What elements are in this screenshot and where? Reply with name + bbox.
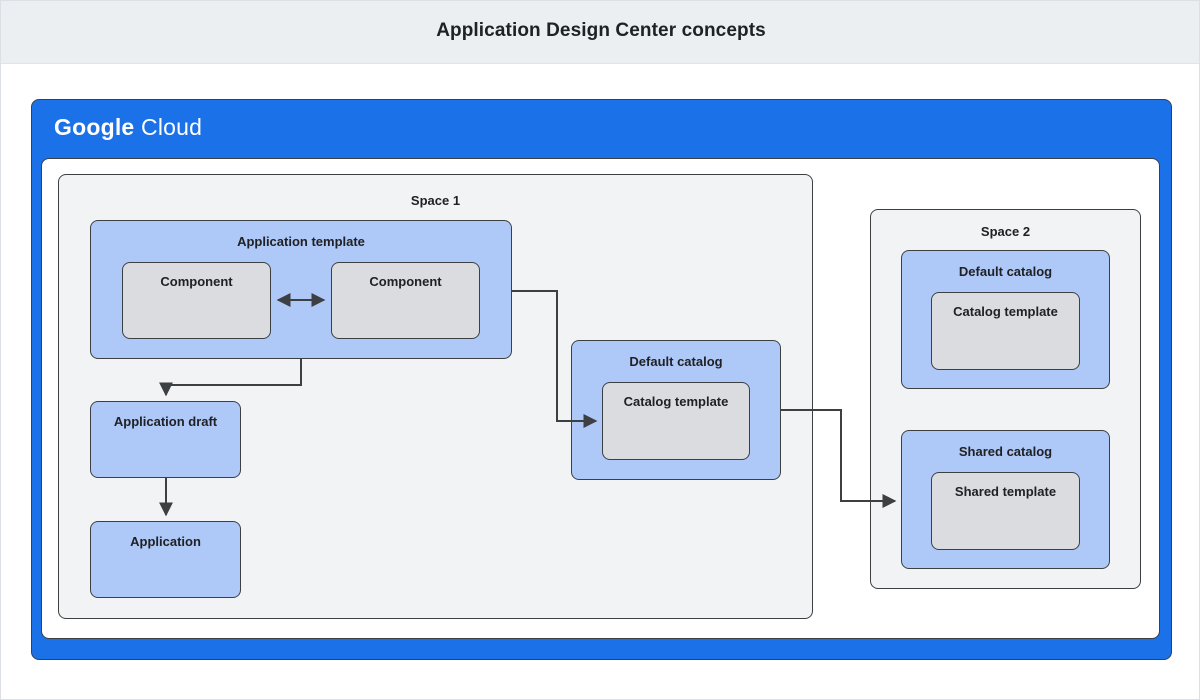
component-box-1[interactable]: Component	[122, 262, 271, 339]
component-1-label: Component	[160, 274, 233, 289]
space2-default-catalog-label: Default catalog	[958, 264, 1053, 279]
application-draft-box[interactable]: Application draft	[90, 401, 241, 478]
component-box-2[interactable]: Component	[331, 262, 480, 339]
page-title: Application Design Center concepts	[436, 20, 766, 41]
space2-shared-template-label: Shared template	[954, 484, 1057, 499]
space-2-label: Space 2	[980, 224, 1031, 239]
space2-shared-template-box[interactable]: Shared template	[931, 472, 1080, 550]
google-cloud-logo-primary: Google	[54, 114, 135, 140]
space-1-label: Space 1	[410, 193, 461, 208]
component-2-label: Component	[369, 274, 442, 289]
space2-shared-catalog-label: Shared catalog	[958, 444, 1053, 459]
google-cloud-logo-secondary: Cloud	[141, 114, 203, 140]
space2-catalog-template-box[interactable]: Catalog template	[931, 292, 1080, 370]
space1-catalog-template-box[interactable]: Catalog template	[602, 382, 750, 460]
space2-catalog-template-label: Catalog template	[953, 304, 1058, 319]
application-box[interactable]: Application	[90, 521, 241, 598]
space1-default-catalog-label: Default catalog	[629, 354, 723, 369]
space1-catalog-template-label: Catalog template	[623, 394, 729, 409]
application-label: Application	[130, 534, 201, 549]
header-bar: Application Design Center concepts	[1, 1, 1199, 64]
application-draft-label: Application draft	[113, 414, 218, 429]
google-cloud-logo: Google Cloud	[54, 114, 202, 141]
application-template-label: Application template	[237, 234, 365, 249]
